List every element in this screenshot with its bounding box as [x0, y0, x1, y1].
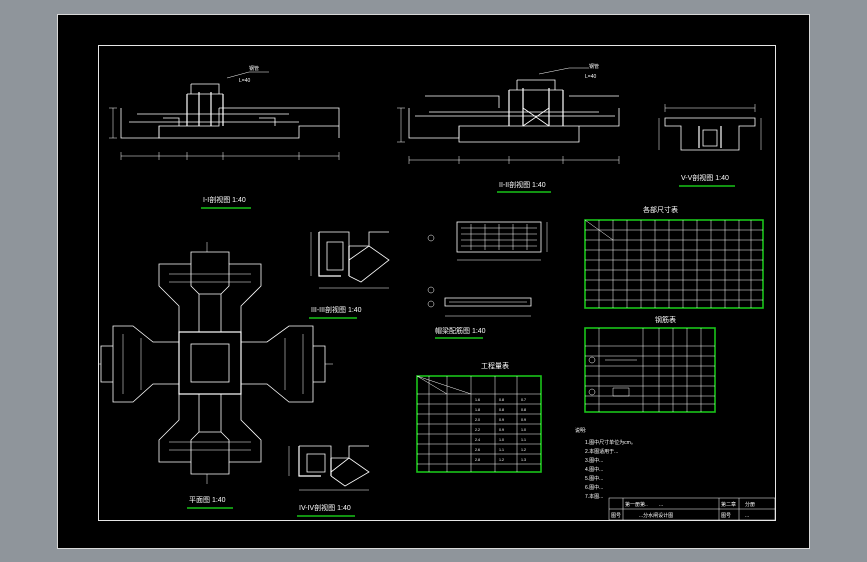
section-4-title: IV-IV剖视图 1:40 [299, 503, 351, 512]
svg-text:1.2: 1.2 [521, 448, 526, 452]
svg-text:0.7: 0.7 [521, 398, 526, 402]
svg-text:5.图中...: 5.图中... [585, 475, 603, 482]
section-3-drawing [310, 231, 390, 289]
svg-text:1.图中尺寸单位为cm。: 1.图中尺寸单位为cm。 [585, 439, 636, 446]
svg-text:2.0: 2.0 [475, 418, 480, 422]
svg-text:2.8: 2.8 [475, 458, 480, 462]
svg-text:图号: 图号 [721, 513, 731, 519]
svg-text:1.6: 1.6 [475, 398, 480, 402]
svg-text:0.9: 0.9 [521, 418, 526, 422]
svg-text:...分水闸设计图: ...分水闸设计图 [639, 512, 673, 519]
section-5-title: V-V剖视图 1:40 [681, 173, 729, 182]
plan-view-drawing [99, 242, 333, 484]
plan-view-title: 平面图 1:40 [189, 496, 226, 504]
svg-text:2.6: 2.6 [475, 448, 480, 452]
brace-rebar-drawing [427, 221, 548, 317]
notes-block: 说明: 1.图中尺寸单位为cm。 2.本图适用于... 3.图中... 4.图中… [575, 427, 636, 500]
svg-text:...: ... [745, 513, 749, 519]
svg-text:说明:: 说明: [575, 427, 586, 434]
section-2-drawing: 钢管 L=40 [397, 63, 620, 164]
svg-text:0.9: 0.9 [499, 428, 504, 432]
section-3-title: III-III剖视图 1:40 [311, 305, 362, 314]
svg-text:2.本图适用于...: 2.本图适用于... [585, 448, 618, 455]
svg-text:4.图中...: 4.图中... [585, 466, 603, 473]
section-1-drawing: 钢管 L=40 [109, 65, 340, 160]
svg-text:钢管: 钢管 [589, 63, 599, 70]
svg-text:7.本图...: 7.本图... [585, 493, 603, 500]
svg-text:1.1: 1.1 [521, 438, 526, 442]
svg-text:1.0: 1.0 [521, 428, 526, 432]
section-2-title: II-II剖视图 1:40 [499, 180, 546, 189]
svg-text:图号: 图号 [611, 513, 621, 519]
svg-text:1.3: 1.3 [521, 458, 526, 462]
svg-text:...: ... [659, 502, 663, 508]
svg-text:分册: 分册 [745, 501, 755, 508]
qty-table: 1.6 0.8 0.7 1.8 0.8 0.8 2.0 0.9 0.9 2.2 … [416, 375, 542, 473]
svg-text:钢管: 钢管 [249, 65, 259, 72]
section-1-title: I-I剖视图 1:40 [203, 195, 246, 204]
svg-text:0.8: 0.8 [499, 398, 504, 402]
rebar-table-title: 钢筋表 [655, 315, 676, 324]
svg-text:0.8: 0.8 [499, 408, 504, 412]
svg-text:1.2: 1.2 [499, 458, 504, 462]
svg-text:2.4: 2.4 [475, 438, 480, 442]
svg-text:L=40: L=40 [239, 78, 250, 84]
svg-text:第一册第..: 第一册第.. [625, 501, 648, 508]
svg-text:0.9: 0.9 [499, 418, 504, 422]
svg-text:1.0: 1.0 [499, 438, 504, 442]
section-5-drawing [658, 104, 762, 151]
svg-text:3.图中...: 3.图中... [585, 457, 603, 464]
section-4-drawing [288, 445, 370, 491]
svg-text:2.2: 2.2 [475, 428, 480, 432]
title-block: 第一册第.. ... 第二章 分册 图号 ...分水闸设计图 图号 ... [608, 497, 775, 520]
brace-rebar-title: 帽梁配筋图 1:40 [435, 326, 486, 335]
rebar-table [584, 327, 716, 413]
qty-table-title: 工程量表 [481, 361, 509, 370]
svg-text:1.1: 1.1 [499, 448, 504, 452]
svg-text:第二章: 第二章 [721, 501, 736, 508]
svg-text:1.8: 1.8 [475, 408, 480, 412]
dims-table [584, 219, 764, 309]
svg-text:L=40: L=40 [585, 74, 596, 80]
drawing-sheet-frame: 钢管 L=40 I-I剖视图 1:40 钢管 L=40 II- [98, 45, 776, 521]
dims-table-title: 各部尺寸表 [643, 205, 678, 214]
svg-text:6.图中...: 6.图中... [585, 484, 603, 491]
svg-text:0.8: 0.8 [521, 408, 526, 412]
cad-viewport[interactable]: 钢管 L=40 I-I剖视图 1:40 钢管 L=40 II- [57, 14, 810, 549]
drawing-canvas: 钢管 L=40 I-I剖视图 1:40 钢管 L=40 II- [99, 63, 775, 520]
